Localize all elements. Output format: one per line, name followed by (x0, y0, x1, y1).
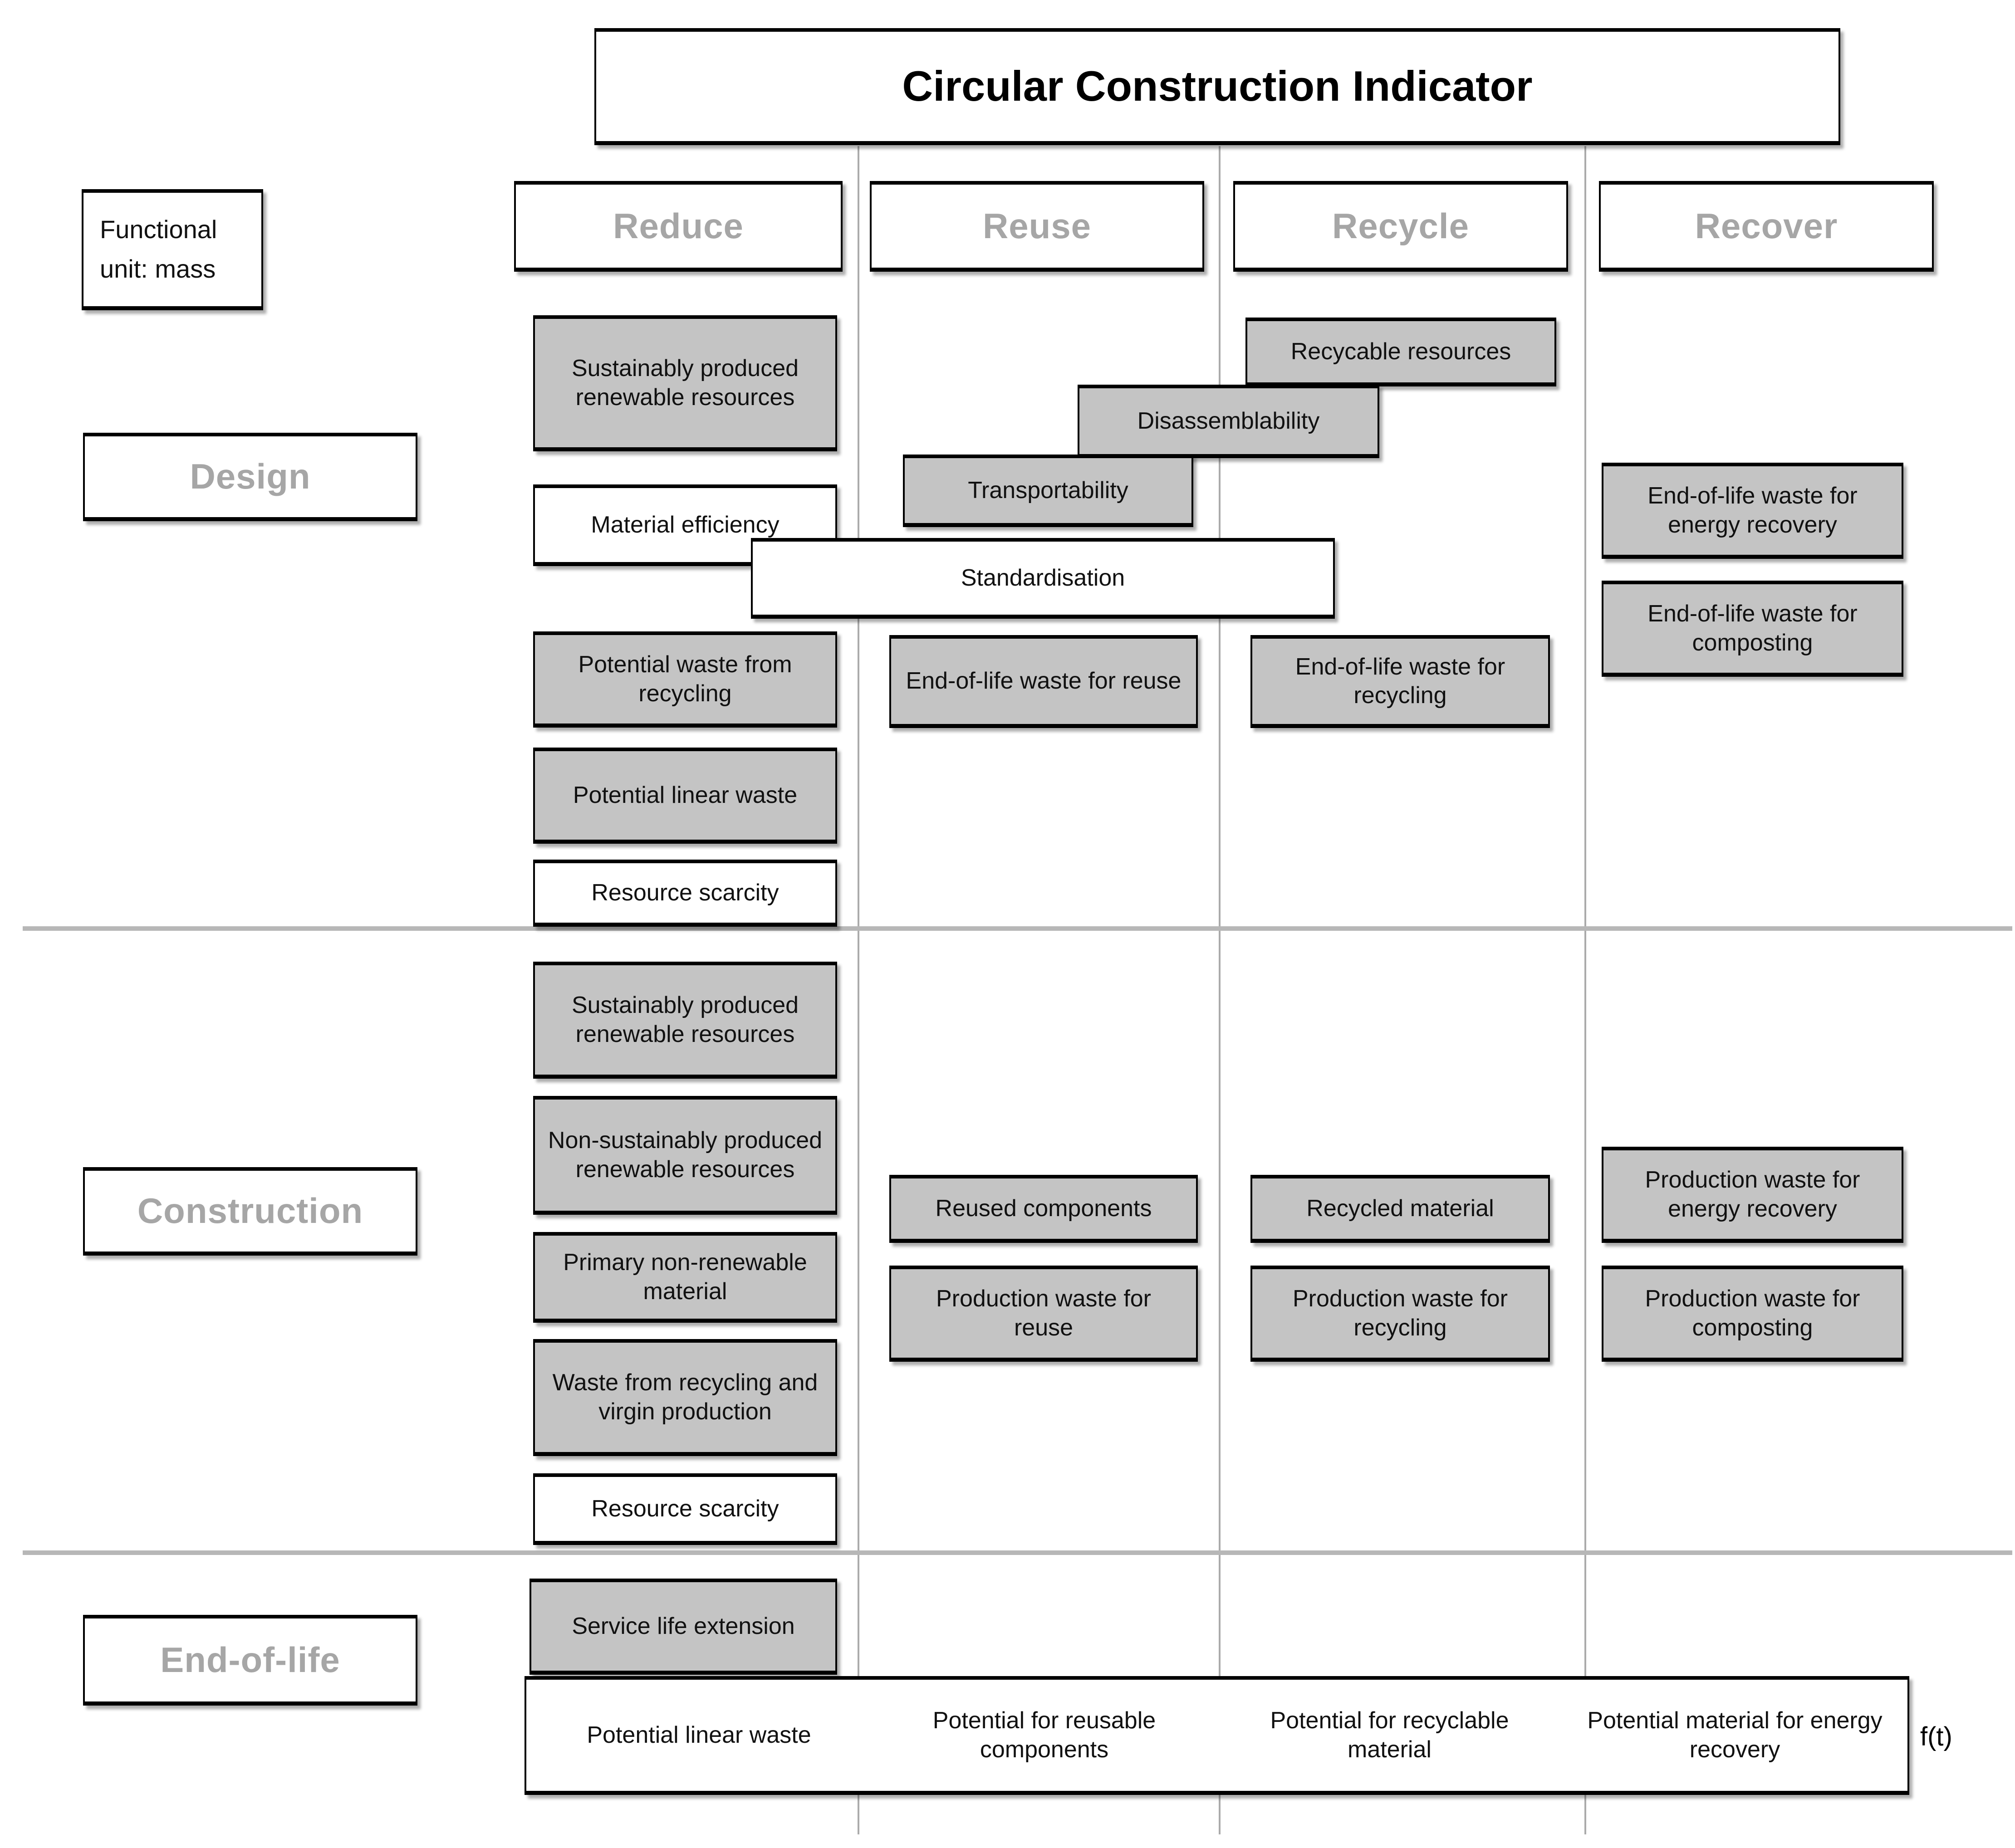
box-construction-non-sustainably-produced-renewable-resources: Non-sustainably produced renewable resou… (533, 1096, 837, 1215)
box-design-sustainably-produced-renewable-resources: Sustainably produced renewable resources (533, 315, 837, 451)
column-header-recover: Recover (1599, 181, 1934, 272)
function-of-time-label: f(t) (1920, 1721, 1952, 1751)
box-design-potential-linear-waste: Potential linear waste (533, 748, 837, 844)
box-design-end-of-life-waste-for-reuse: End-of-life waste for reuse (889, 635, 1198, 728)
box-construction-recycled-material: Recycled material (1250, 1175, 1550, 1243)
column-divider-reuse-recycle (1219, 146, 1221, 1834)
box-design-transportability: Transportability (903, 455, 1193, 527)
row-label-design: Design (83, 433, 417, 521)
box-design-recycable-resources: Recycable resources (1245, 318, 1556, 386)
box-design-end-of-life-waste-for-composting: End-of-life waste for composting (1602, 581, 1903, 677)
column-divider-reduce-reuse (858, 146, 859, 1834)
row-label-construction: Construction (83, 1167, 417, 1256)
box-design-resource-scarcity: Resource scarcity (533, 860, 837, 927)
box-design-disassemblability: Disassemblability (1078, 385, 1379, 458)
row-label-end-of-life: End-of-life (83, 1615, 417, 1706)
box-construction-primary-non-renewable-material: Primary non-renewable material (533, 1232, 837, 1323)
column-header-reduce: Reduce (514, 181, 843, 272)
box-design-standardisation: Standardisation (751, 538, 1335, 619)
row-divider-design-construction (23, 926, 2012, 931)
functional-unit-note: Functional unit: mass (82, 189, 263, 310)
box-design-potential-waste-from-recycling: Potential waste from recycling (533, 631, 837, 728)
box-design-end-of-life-waste-for-energy-recovery: End-of-life waste for energy recovery (1602, 463, 1903, 559)
column-header-reuse: Reuse (870, 181, 1204, 272)
diagram-title: Circular Construction Indicator (594, 28, 1840, 145)
bottom-bar-potential-linear-waste: Potential linear waste (587, 1721, 811, 1748)
box-construction-production-waste-for-composting: Production waste for composting (1602, 1266, 1903, 1362)
box-construction-reused-components: Reused components (889, 1175, 1198, 1243)
box-construction-production-waste-for-energy-recovery: Production waste for energy recovery (1602, 1147, 1903, 1243)
bottom-potentials-bar: Potential linear waste Potential for reu… (525, 1676, 1909, 1795)
box-construction-resource-scarcity: Resource scarcity (533, 1473, 837, 1545)
box-construction-production-waste-for-recycling: Production waste for recycling (1250, 1266, 1550, 1362)
row-divider-construction-endoflife (23, 1550, 2012, 1555)
bottom-bar-potential-recyclable-material: Potential for recyclable material (1270, 1707, 1509, 1763)
box-design-end-of-life-waste-for-recycling: End-of-life waste for recycling (1250, 635, 1550, 728)
box-construction-sustainably-produced-renewable-resources: Sustainably produced renewable resources (533, 962, 837, 1079)
box-construction-production-waste-for-reuse: Production waste for reuse (889, 1266, 1198, 1362)
column-divider-recycle-recover (1584, 146, 1586, 1834)
bottom-bar-potential-material-energy-recovery: Potential material for energy recovery (1587, 1707, 1883, 1763)
box-construction-waste-from-recycling-and-virgin-production: Waste from recycling and virgin producti… (533, 1339, 837, 1456)
box-end-of-life-service-life-extension: Service life extension (529, 1579, 837, 1675)
bottom-bar-potential-reusable-components: Potential for reusable components (932, 1707, 1156, 1763)
column-header-recycle: Recycle (1233, 181, 1568, 272)
